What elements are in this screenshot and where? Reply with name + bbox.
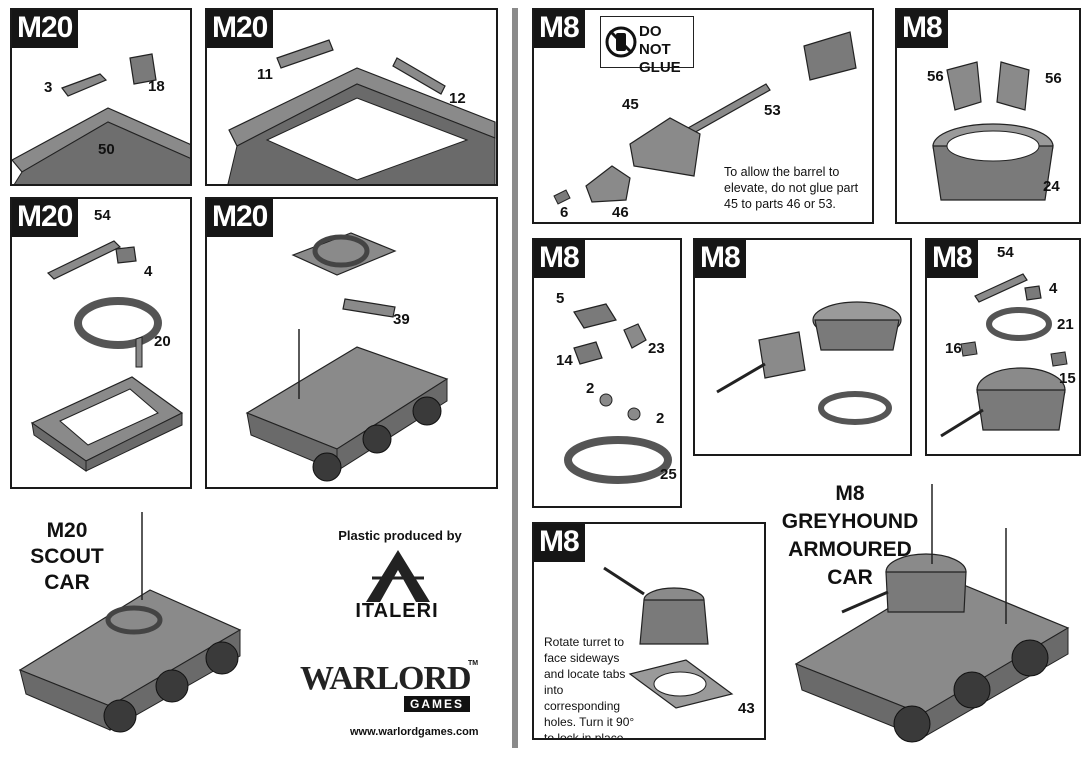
part-number: 56 — [927, 68, 944, 85]
part-number: 54 — [997, 244, 1014, 261]
part-illustration — [30, 240, 184, 472]
m8-vehicle-illustration — [794, 484, 1070, 743]
part-number: 25 — [660, 466, 677, 483]
panel-m8-step4: M8 — [693, 238, 912, 456]
panel-m20-step4: M20 39 — [205, 197, 498, 489]
panel-tag: M8 — [534, 524, 585, 562]
panel-m20-step3: M20 54 4 20 — [10, 197, 192, 489]
part-number: 43 — [738, 700, 755, 717]
part-number: 5 — [556, 290, 565, 307]
panel-tag: M20 — [12, 199, 79, 237]
part-illustration — [932, 61, 1054, 201]
part-illustration — [227, 39, 496, 184]
assembly-note: Rotate turret to face sideways and locat… — [544, 635, 635, 740]
warlord-logo: WARLORD GAMES TM — [300, 660, 480, 724]
page-divider — [512, 8, 518, 748]
part-number: 16 — [945, 340, 962, 357]
part-number: 54 — [94, 207, 111, 224]
panel-tag: M20 — [207, 10, 274, 48]
italeri-logo-text: ITALERI — [355, 600, 439, 622]
part-number: 14 — [556, 352, 573, 369]
do-not-glue-box: DO NOT GLUE — [600, 16, 694, 76]
plastic-produced-label: Plastic produced by — [338, 528, 462, 543]
part-illustration — [245, 232, 449, 482]
part-number: 20 — [154, 333, 171, 350]
part-number: 24 — [1043, 178, 1060, 195]
part-number: 11 — [257, 66, 273, 83]
part-illustration — [940, 273, 1068, 438]
italeri-logo-icon — [366, 550, 430, 602]
panel-tag: M8 — [534, 10, 585, 48]
warlord-url: www.warlordgames.com — [350, 726, 479, 738]
panel-m8-step1: M8 DO NOT GLUE 45 53 6 46 To allow the b… — [532, 8, 874, 224]
panel-tag: M8 — [927, 240, 978, 278]
assembly-note: To allow the barrel to elevate, do not g… — [724, 165, 859, 211]
part-number: 2 — [586, 380, 595, 397]
panel-m8-step2: M8 56 56 24 — [895, 8, 1081, 224]
part-illustration — [564, 303, 672, 484]
m20-caption: M20 SCOUT CAR — [30, 519, 104, 594]
panel-m8-step3: M8 5 14 23 2 2 25 — [532, 238, 682, 508]
part-illustration — [553, 31, 857, 205]
part-illustration — [12, 53, 190, 184]
do-not-glue-label: DO NOT GLUE — [639, 23, 681, 76]
part-number: 4 — [144, 263, 153, 280]
panel-tag: M8 — [534, 240, 585, 278]
part-number: 56 — [1045, 70, 1062, 87]
part-number: 46 — [612, 204, 629, 221]
part-number: 15 — [1059, 370, 1076, 387]
part-number: 3 — [44, 79, 53, 96]
part-number: 12 — [449, 90, 466, 107]
warlord-games-text: GAMES — [404, 696, 471, 712]
no-glue-icon — [605, 26, 637, 58]
part-illustration — [716, 301, 902, 425]
part-number: 18 — [148, 78, 165, 95]
trademark-label: TM — [468, 660, 479, 667]
m8-caption: M8 GREYHOUND ARMOURED CAR — [781, 482, 919, 589]
part-number: 21 — [1057, 316, 1074, 333]
part-number: 39 — [393, 311, 410, 328]
part-number: 23 — [648, 340, 665, 357]
part-number: 53 — [764, 102, 781, 119]
part-illustration — [603, 566, 734, 709]
m20-vehicle-illustration — [18, 512, 242, 733]
warlord-logo-text: WARLORD — [300, 660, 472, 697]
panel-m20-step2: M20 11 12 — [205, 8, 498, 186]
part-number: 50 — [98, 141, 115, 158]
panel-m20-step1: M20 3 18 50 — [10, 8, 192, 186]
panel-m8-step5: M8 54 4 21 16 15 — [925, 238, 1081, 456]
part-number: 45 — [622, 96, 639, 113]
panel-tag: M8 — [695, 240, 746, 278]
part-number: 6 — [560, 204, 569, 221]
panel-tag: M20 — [12, 10, 79, 48]
panel-m8-step6: M8 Rotate turret to face sideways and lo… — [532, 522, 766, 740]
part-number: 2 — [656, 410, 665, 427]
panel-tag: M8 — [897, 10, 948, 48]
part-number: 4 — [1049, 280, 1058, 297]
panel-tag: M20 — [207, 199, 274, 237]
